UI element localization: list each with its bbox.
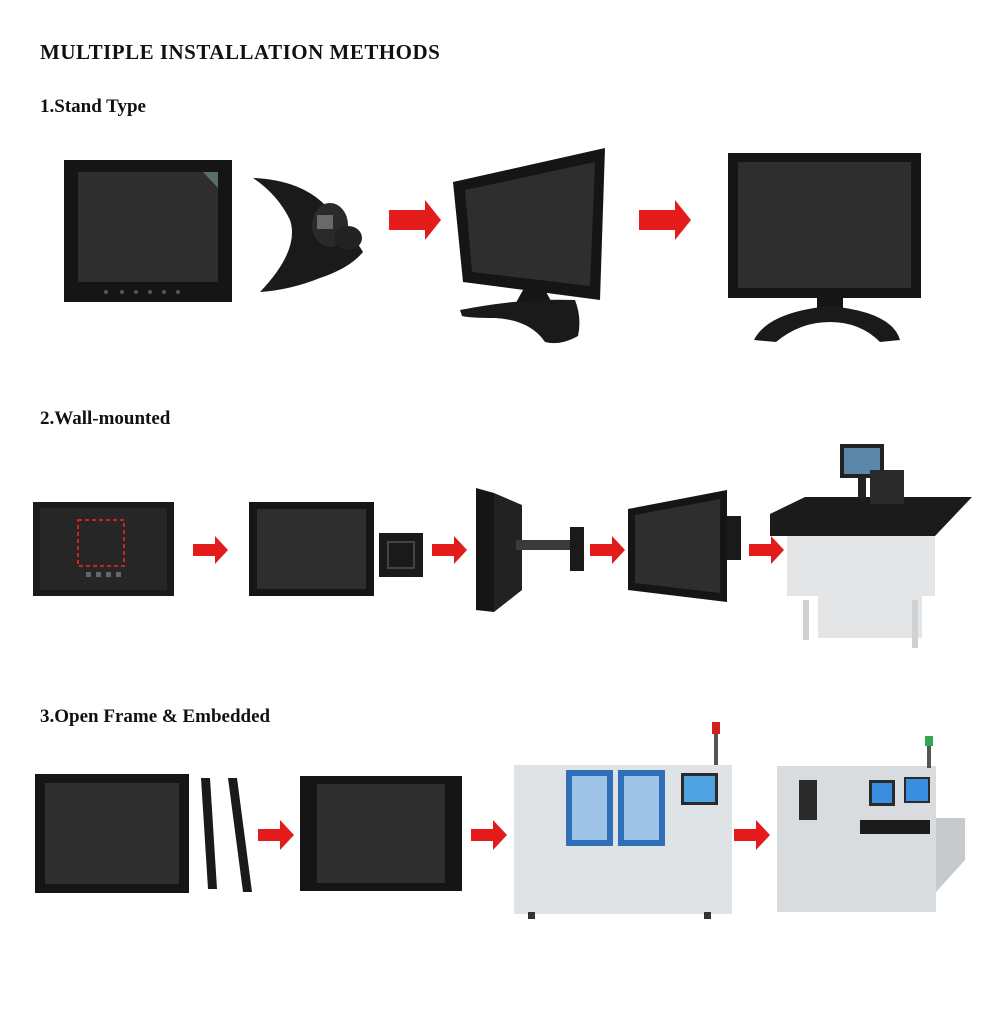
open-frame-step-monitor-with-frame	[300, 776, 462, 891]
open-frame-step-monitor-and-rails	[35, 774, 252, 893]
section-title-wall-mounted: 2.Wall-mounted	[40, 408, 171, 429]
wall-step-arm-attached	[476, 488, 584, 612]
embedded-step-machine-grey	[777, 736, 965, 912]
stand-step-monitor-front	[64, 160, 232, 302]
arrow-right-icon	[193, 536, 228, 564]
arrow-right-icon	[749, 536, 784, 564]
arrow-right-icon	[639, 200, 691, 240]
arrow-right-icon	[432, 536, 467, 564]
arrow-right-icon	[389, 200, 441, 240]
wall-step-monitor-back	[33, 502, 174, 596]
embedded-step-machine-blue	[514, 722, 732, 919]
wall-step-monitor-and-bracket	[249, 502, 423, 596]
stand-step-monitor-assembled	[728, 153, 921, 342]
stand-step-monitor-angled	[453, 148, 605, 344]
wall-step-workstation	[770, 444, 972, 648]
section-title-open-frame-embedded: 3.Open Frame & Embedded	[40, 706, 271, 727]
stand-step-base-piece	[253, 178, 363, 292]
arrow-right-icon	[734, 820, 770, 850]
wall-step-mounted-monitor	[628, 490, 741, 602]
arrow-right-icon	[258, 820, 294, 850]
arrow-right-icon	[471, 820, 507, 850]
page-title: MULTIPLE INSTALLATION METHODS	[40, 40, 441, 64]
section-title-stand-type: 1.Stand Type	[40, 96, 146, 117]
arrow-right-icon	[590, 536, 625, 564]
